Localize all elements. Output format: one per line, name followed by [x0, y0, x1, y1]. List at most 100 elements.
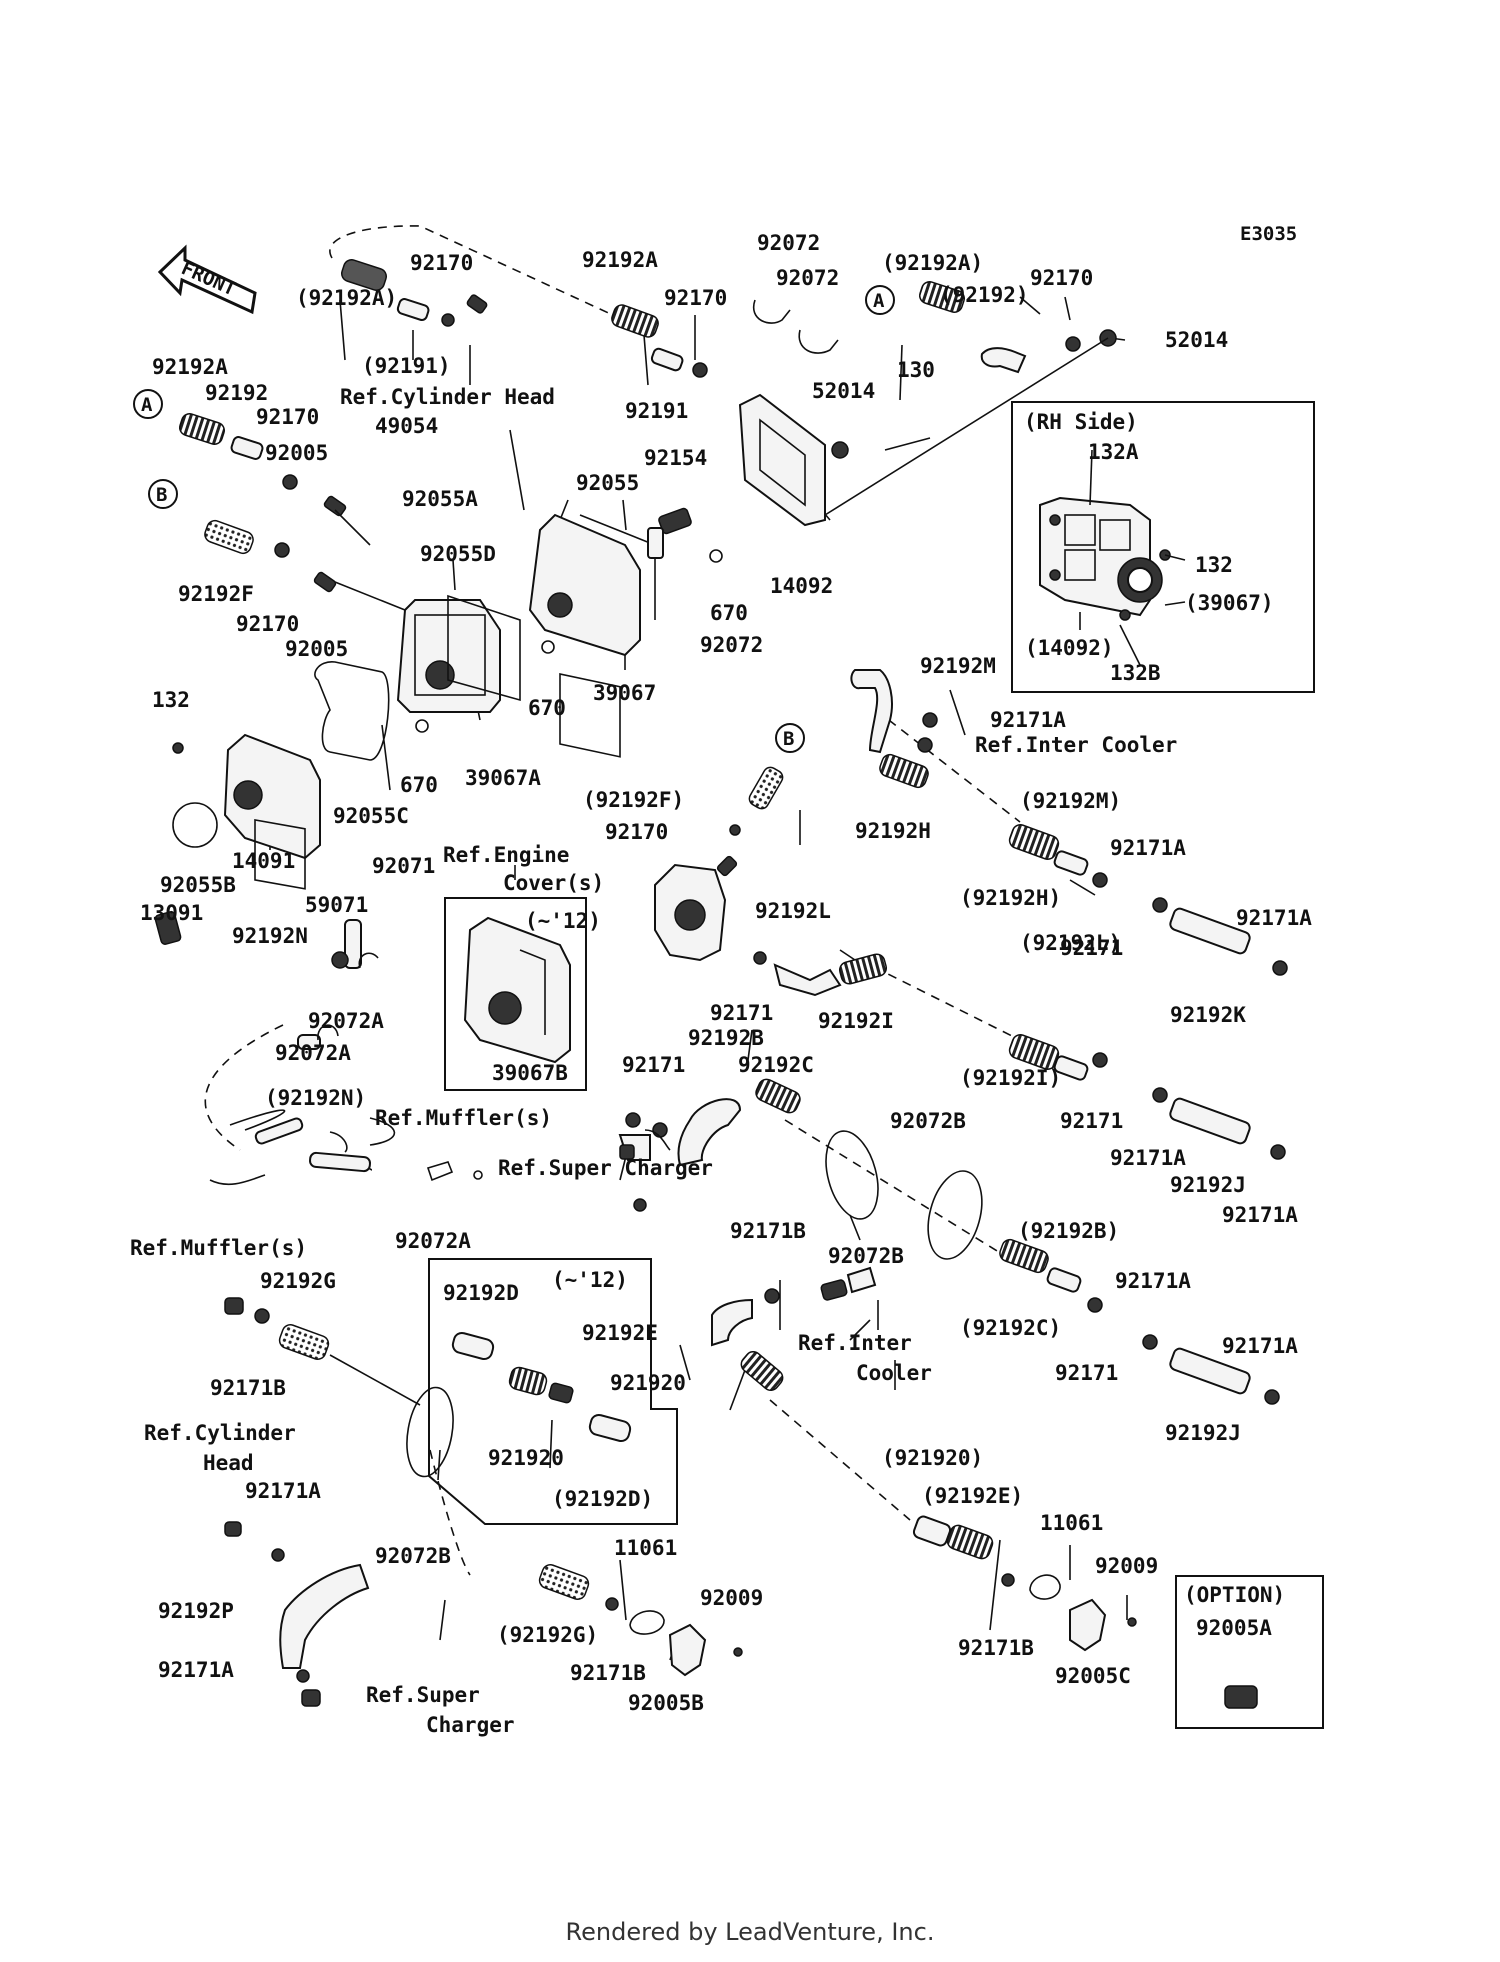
label: 92192C [738, 1053, 814, 1077]
label: Ref.Muffler(s) [375, 1106, 552, 1130]
label: 92005 [285, 637, 348, 661]
label: 92005 [265, 441, 328, 465]
label: 92192J [1170, 1173, 1246, 1197]
label: 92072 [700, 633, 763, 657]
label: Ref.Inter [798, 1331, 912, 1355]
label: 92171B [570, 1661, 646, 1685]
label: 11061 [614, 1536, 677, 1560]
label: 92171A [1222, 1203, 1298, 1227]
label: 92192J [1165, 1421, 1241, 1445]
label: 92170 [410, 251, 473, 275]
label: 92171 [710, 1001, 773, 1025]
label: 92171A [1110, 1146, 1186, 1170]
label: (92192C) [960, 1316, 1061, 1340]
label: Charger [426, 1713, 515, 1737]
option-box [1175, 1575, 1324, 1729]
label: 92055C [333, 804, 409, 828]
label: 92072B [828, 1244, 904, 1268]
label: 92192E [582, 1321, 658, 1345]
label: 92170 [236, 612, 299, 636]
svg-text:FRONT: FRONT [178, 257, 239, 300]
rh-side-title: (RH Side) [1024, 410, 1138, 434]
parts-top [341, 259, 1117, 516]
label: (92191) [362, 354, 451, 378]
label: 92171B [210, 1376, 286, 1400]
label: Ref.Engine [443, 843, 569, 867]
label: 92171A [158, 1658, 234, 1682]
label: 92072A [275, 1041, 351, 1065]
label: (921920) [882, 1446, 983, 1470]
label: 52014 [1165, 328, 1228, 352]
label: 92171 [1060, 1109, 1123, 1133]
option-title: (OPTION) [1184, 1583, 1285, 1607]
svg-text:B: B [783, 728, 794, 750]
label: Cover(s) [503, 871, 604, 895]
label: 92171A [1236, 906, 1312, 930]
front-arrow-icon: FRONT [157, 244, 257, 315]
label: 92170 [1030, 266, 1093, 290]
label: 92191 [625, 399, 688, 423]
label: (92192D) [552, 1487, 653, 1511]
label: 132 [152, 688, 190, 712]
rh-side-box [1011, 401, 1315, 693]
label: 14091 [232, 849, 295, 873]
label: (92192B) [1018, 1219, 1119, 1243]
label: (92192H) [960, 886, 1061, 910]
label: 92192B [688, 1026, 764, 1050]
label: (92192I) [960, 1066, 1061, 1090]
label: 92192I [818, 1009, 894, 1033]
label: 92055 [576, 471, 639, 495]
early-model-box-1 [444, 897, 587, 1091]
parts-left [172, 413, 406, 754]
label: 92072B [890, 1109, 966, 1133]
label: 92154 [644, 446, 707, 470]
label: 132 [1195, 553, 1233, 577]
label: 670 [710, 601, 748, 625]
label: 92072 [776, 266, 839, 290]
label: 92192H [855, 819, 931, 843]
label: 92055D [420, 542, 496, 566]
label: 52014 [812, 379, 875, 403]
diagram-code: E3035 [1240, 223, 1297, 245]
label: 92005B [628, 1691, 704, 1715]
label: (92192N) [265, 1086, 366, 1110]
label: 92005C [1055, 1664, 1131, 1688]
label: Ref.Cylinder Head [340, 385, 555, 409]
label: 92192 [205, 381, 268, 405]
label: (92192F) [583, 788, 684, 812]
label: 921920 [610, 1371, 686, 1395]
routing-lines [204, 225, 1021, 1576]
label: 92072B [375, 1544, 451, 1568]
callout-b-icon: B B [148, 479, 805, 753]
label: Ref.Cylinder [144, 1421, 296, 1445]
label: 92171A [990, 708, 1066, 732]
label: 92171A [1222, 1334, 1298, 1358]
early-model-title-1: (~'12) [525, 909, 601, 933]
label: Ref.Super [366, 1683, 480, 1707]
label: 92170 [256, 405, 319, 429]
label: Ref.Super Charger [498, 1156, 713, 1180]
label: 92192A [582, 248, 658, 272]
label: (92192L) [1020, 931, 1121, 955]
svg-text:B: B [156, 484, 167, 506]
label: 92192G [260, 1269, 336, 1293]
label: 132A [1088, 440, 1139, 464]
label: 92170 [664, 286, 727, 310]
label: 39067A [465, 766, 541, 790]
label: (39067) [1185, 591, 1274, 615]
label: 59071 [305, 893, 368, 917]
label: 49054 [375, 414, 438, 438]
label: 39067 [593, 681, 656, 705]
label: 92171 [622, 1053, 685, 1077]
label: 92192M [920, 654, 996, 678]
label: 92192L [755, 899, 831, 923]
rh-side-detail [1039, 449, 1186, 666]
label: 92192F [178, 582, 254, 606]
callout-a-icon: A A [133, 285, 895, 419]
label: 92171 [1055, 1361, 1118, 1385]
label: 92192K [1170, 1003, 1246, 1027]
label: Ref.Inter Cooler [975, 733, 1177, 757]
label: 92071 [372, 854, 435, 878]
label: 92171B [958, 1636, 1034, 1660]
